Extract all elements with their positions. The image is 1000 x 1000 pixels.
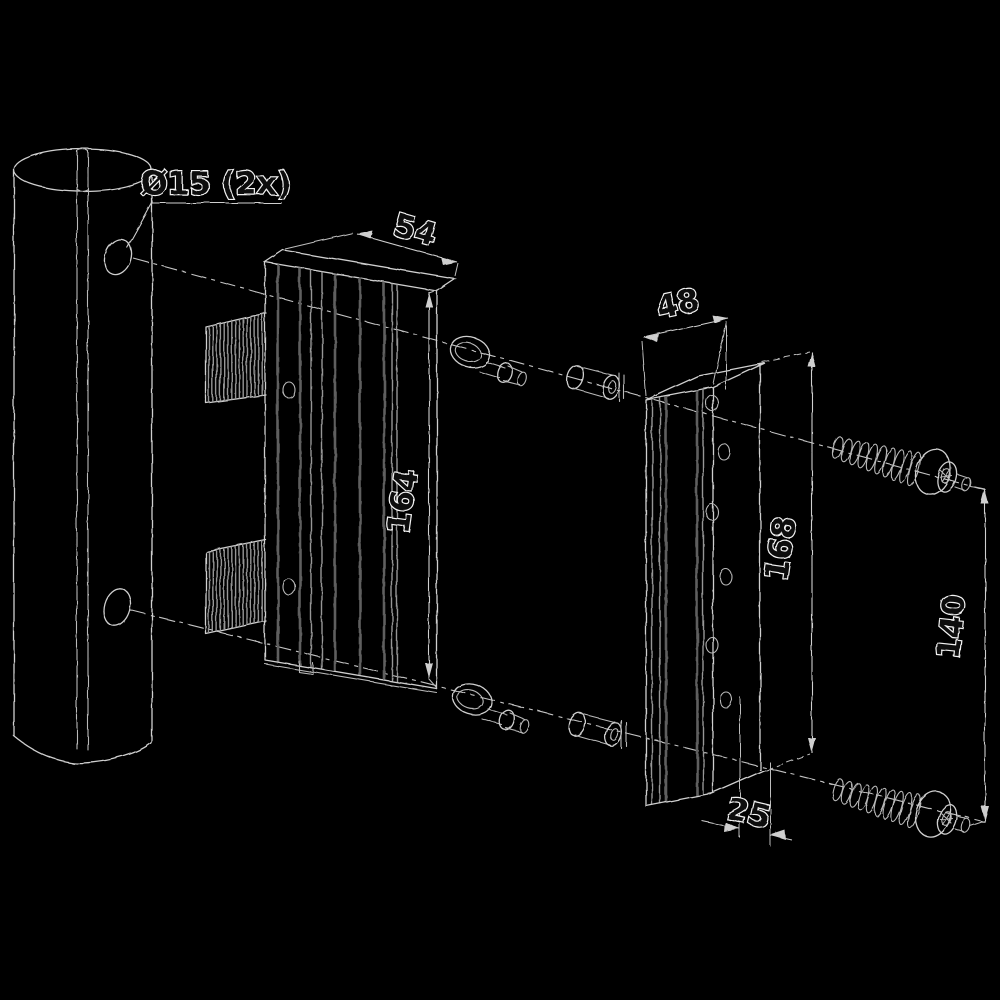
dimension-140: 140 [930, 485, 989, 827]
screw-top [830, 435, 973, 500]
profile-hole-top [282, 381, 296, 399]
gasket-bottom-flange [205, 539, 267, 635]
post-groove [76, 188, 89, 751]
dim-164-label: 164 [381, 467, 426, 536]
diameter-callout: Ø15 (2x) [126, 165, 292, 249]
dimension-168: 168 [758, 351, 816, 771]
mounting-bar [645, 362, 766, 807]
screw-bottom [830, 777, 973, 842]
centerline-top [132, 257, 986, 491]
profile-notch [298, 660, 314, 675]
dim-48-label: 48 [653, 282, 703, 326]
dim-54-label: 54 [389, 207, 440, 253]
dimension-48: 48 [641, 281, 729, 397]
dimension-54: 54 [284, 206, 459, 277]
cap-screw-and-sleeve-top [445, 330, 625, 402]
post-hole-top [103, 238, 133, 276]
profile-hole-bottom [282, 578, 296, 596]
post-hole-bottom [102, 587, 132, 627]
bar-hole-3 [705, 503, 719, 521]
bar-hole-2 [717, 443, 731, 461]
cap-screw-and-sleeve-bottom [447, 677, 627, 749]
post-cylinder [13, 148, 153, 764]
bar-hole-4 [719, 568, 733, 586]
dim-168-label: 168 [759, 514, 804, 583]
diameter-callout-label: Ø15 (2x) [141, 166, 291, 202]
bar-hole-5 [705, 636, 719, 654]
handle-profile [263, 249, 457, 694]
dimension-164: 164 [380, 289, 438, 689]
bar-hole-1 [705, 394, 719, 412]
centerline-bottom [129, 609, 986, 823]
bar-hole-6 [719, 691, 733, 709]
dim-140-label: 140 [931, 593, 974, 661]
dimension-25: 25 [701, 697, 793, 846]
gasket-top-flange [205, 312, 267, 404]
